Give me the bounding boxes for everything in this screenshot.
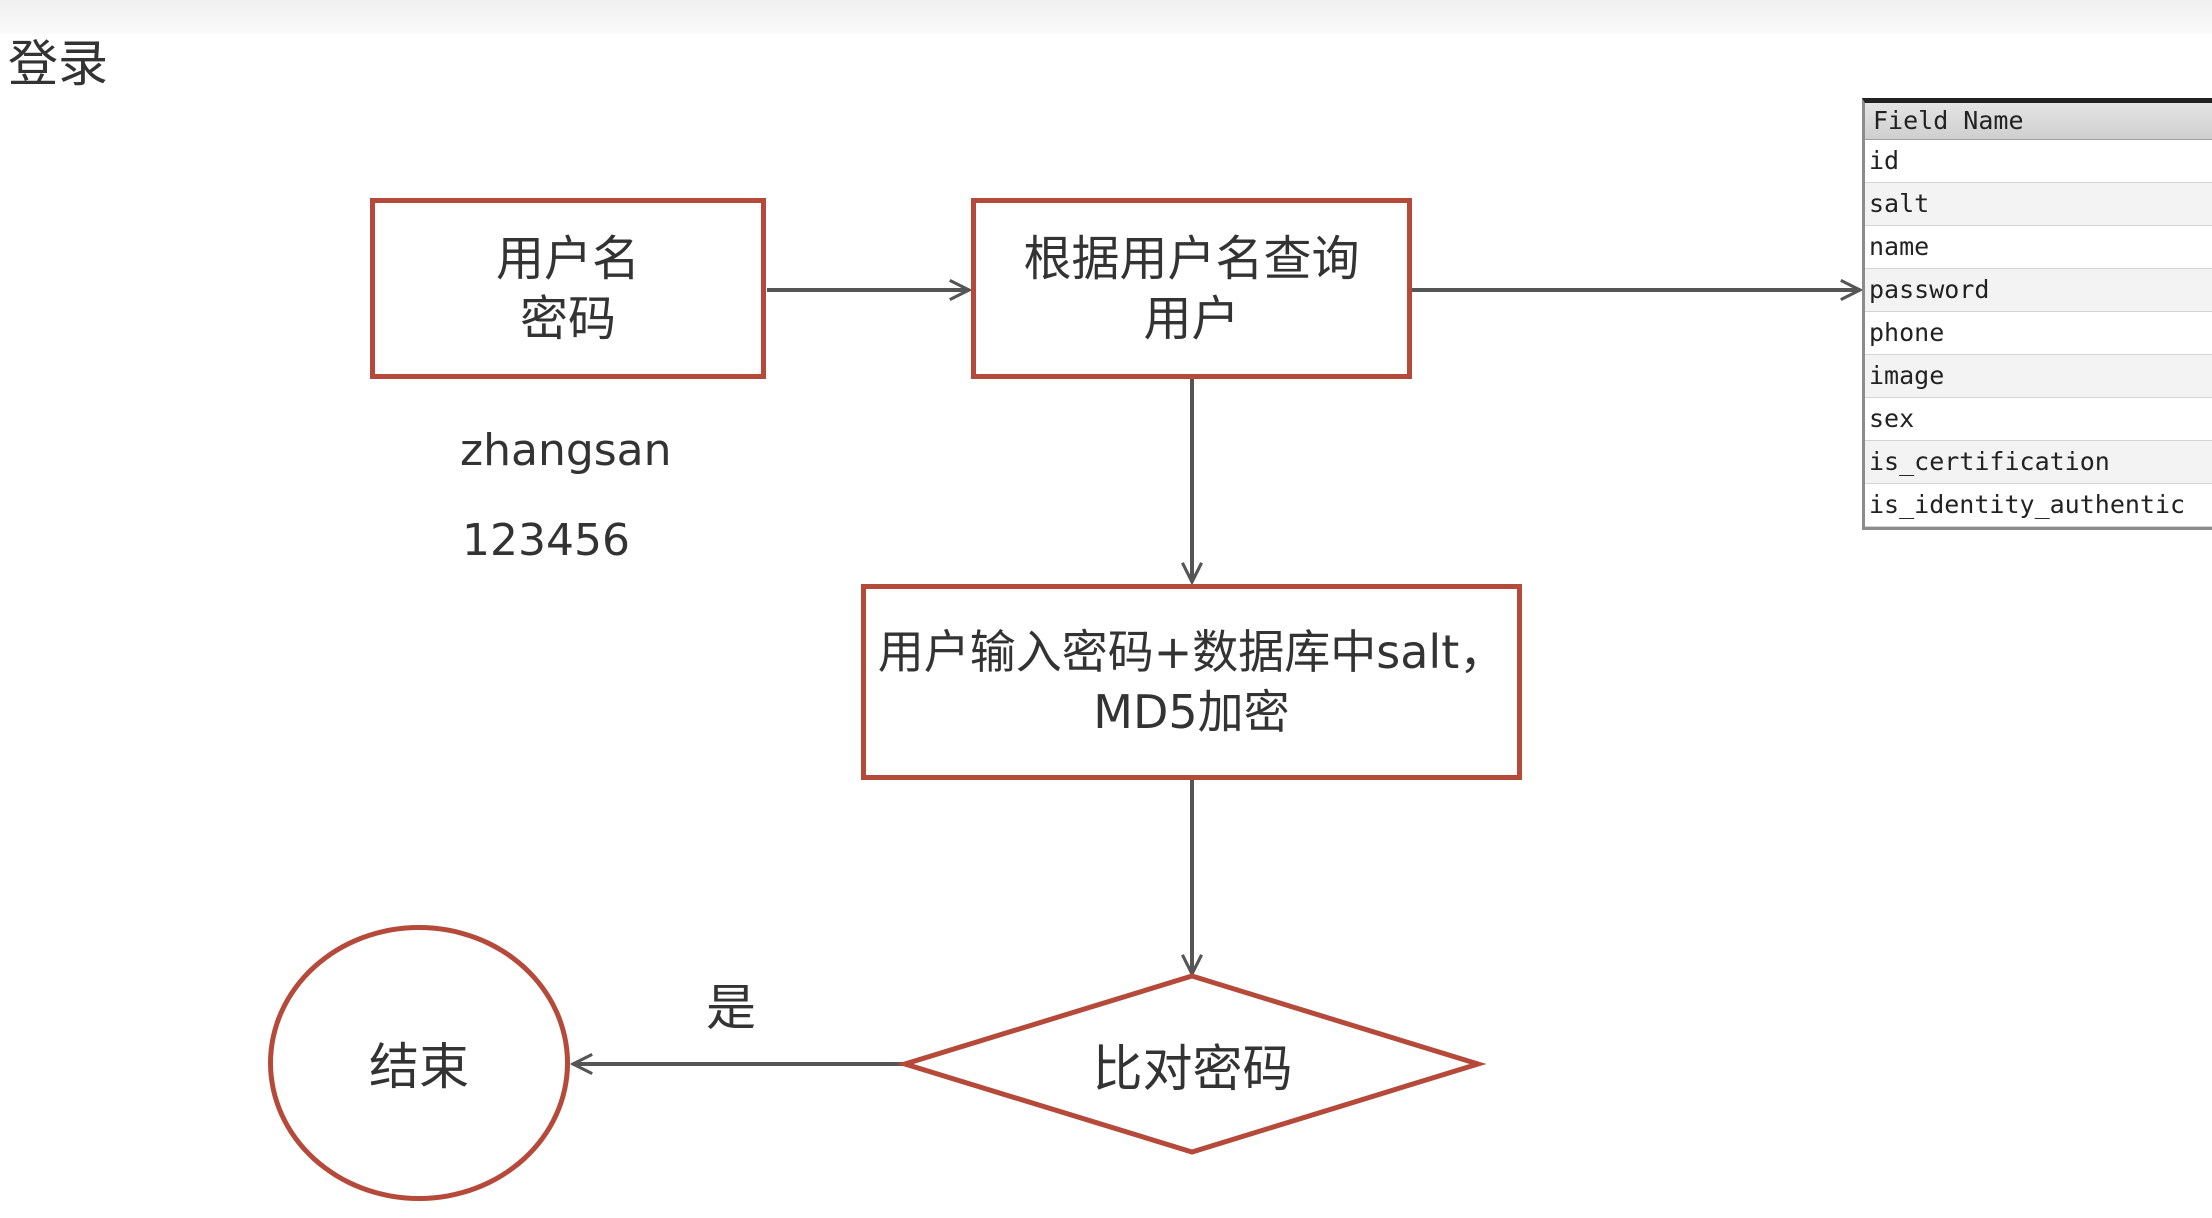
- node-text-line: MD5加密: [1093, 685, 1290, 739]
- user-table-fields: Field Name id salt name password phone i…: [1862, 98, 2212, 530]
- edge-label-yes: 是: [706, 979, 756, 1037]
- page-title: 登录: [8, 35, 108, 93]
- query-user-node: 根据用户名查询 用户: [971, 198, 1412, 379]
- login-input-node: 用户名 密码: [370, 198, 766, 379]
- top-strip: [0, 0, 2212, 34]
- node-text-line: 用户输入密码+数据库中salt，: [877, 625, 1506, 679]
- field-row: sex: [1865, 398, 2212, 441]
- sample-password: 123456: [462, 515, 630, 566]
- field-row: salt: [1865, 183, 2212, 226]
- node-text-line: 密码: [519, 290, 616, 347]
- encrypt-password-node: 用户输入密码+数据库中salt， MD5加密: [861, 584, 1522, 780]
- sample-username: zhangsan: [460, 425, 672, 476]
- node-text-line: 用户: [1143, 290, 1240, 347]
- field-row: password: [1865, 269, 2212, 312]
- compare-password-label: 比对密码: [1092, 1040, 1293, 1098]
- field-row: id: [1865, 140, 2212, 183]
- field-row: image: [1865, 355, 2212, 398]
- field-row: is_identity_authentic: [1865, 484, 2212, 527]
- end-label: 结束: [369, 1038, 469, 1096]
- decision-diamond: [896, 973, 1487, 1155]
- field-row: phone: [1865, 312, 2212, 355]
- node-text-line: 根据用户名查询: [1023, 230, 1360, 287]
- end-node: 结束: [268, 925, 570, 1201]
- field-row: is_certification: [1865, 441, 2212, 484]
- field-name-header: Field Name: [1865, 103, 2212, 140]
- node-text-line: 用户名: [495, 230, 640, 287]
- field-row: name: [1865, 226, 2212, 269]
